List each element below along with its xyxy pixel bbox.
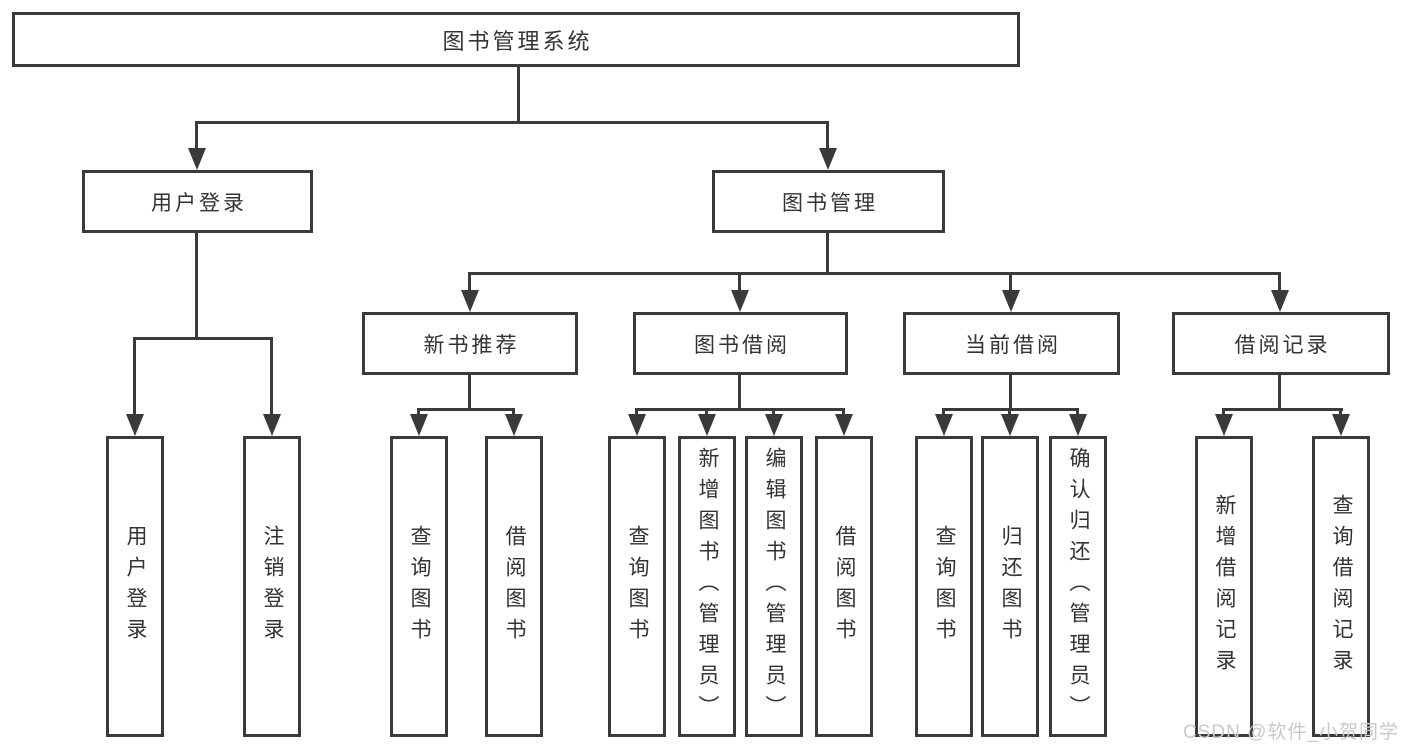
arrowhead-down-icon bbox=[819, 148, 837, 170]
connector-root-stem bbox=[517, 66, 520, 121]
connector-book-borrowing-stem bbox=[738, 375, 741, 408]
leaf-edit-books-admin: 编辑图书（管理员） bbox=[745, 436, 803, 737]
arrowhead-down-icon bbox=[505, 414, 523, 436]
node-library-system: 图书管理系统 bbox=[12, 12, 1020, 67]
connector-book-borrowing-rail bbox=[635, 408, 845, 411]
connector-level2-rail bbox=[195, 121, 829, 124]
connector-leaf-stem bbox=[417, 408, 420, 417]
arrowhead-down-icon bbox=[410, 414, 428, 436]
leaf-query-borrow-record: 查询借阅记录 bbox=[1312, 436, 1370, 737]
connector-new-book-stem bbox=[468, 375, 471, 408]
connector-current-borrowing-stem bbox=[1009, 375, 1012, 408]
arrowhead-down-icon bbox=[1332, 414, 1350, 436]
connector-leaf-stem bbox=[512, 408, 515, 417]
node-book-management: 图书管理 bbox=[712, 170, 945, 233]
arrowhead-down-icon bbox=[835, 414, 853, 436]
leaf-query-books-current: 查询图书 bbox=[915, 436, 973, 737]
arrowhead-down-icon bbox=[263, 414, 281, 436]
node-new-book-recommendation: 新书推荐 bbox=[362, 312, 578, 375]
connector-book-management-stem bbox=[826, 233, 829, 272]
leaf-query-books-borrowing: 查询图书 bbox=[608, 436, 666, 737]
node-current-borrowing: 当前借阅 bbox=[903, 312, 1120, 375]
connector-leaf-stem bbox=[635, 408, 638, 417]
arrowhead-down-icon bbox=[765, 414, 783, 436]
arrowhead-down-icon bbox=[628, 414, 646, 436]
leaf-borrow-books: 借阅图书 bbox=[815, 436, 873, 737]
leaf-borrow-books-recommend: 借阅图书 bbox=[485, 436, 543, 737]
connector-to-book-management bbox=[826, 121, 829, 150]
connector-to-new-book bbox=[468, 272, 471, 292]
connector-leaf-stem bbox=[1008, 408, 1011, 417]
arrowhead-down-icon bbox=[188, 148, 206, 170]
leaf-add-borrow-record: 新增借阅记录 bbox=[1195, 436, 1253, 737]
node-user-login: 用户登录 bbox=[82, 170, 313, 233]
connector-new-book-rail bbox=[417, 408, 515, 411]
arrowhead-down-icon bbox=[1215, 414, 1233, 436]
connector-to-current-borrowing bbox=[1009, 272, 1012, 292]
connector-leaf-stem bbox=[1222, 408, 1225, 417]
leaf-logout: 注销登录 bbox=[243, 436, 301, 737]
connector-to-leaf-logout bbox=[270, 337, 273, 416]
connector-leaf-stem bbox=[772, 408, 775, 417]
connector-borrowing-records-stem bbox=[1278, 375, 1281, 408]
node-borrowing-records: 借阅记录 bbox=[1172, 312, 1390, 375]
arrowhead-down-icon bbox=[1002, 290, 1020, 312]
node-book-borrowing: 图书借阅 bbox=[633, 312, 848, 375]
leaf-return-books: 归还图书 bbox=[981, 436, 1039, 737]
arrowhead-down-icon bbox=[461, 290, 479, 312]
connector-to-book-borrowing bbox=[738, 272, 741, 292]
connector-leaf-stem bbox=[1076, 408, 1079, 417]
connector-to-borrowing-records bbox=[1278, 272, 1281, 292]
connector-leaf-stem bbox=[1339, 408, 1342, 417]
leaf-confirm-return-admin: 确认归还（管理员） bbox=[1049, 436, 1107, 737]
arrowhead-down-icon bbox=[698, 414, 716, 436]
connector-to-leaf-user-login bbox=[133, 337, 136, 416]
arrowhead-down-icon bbox=[1271, 290, 1289, 312]
connector-user-login-stem bbox=[195, 233, 198, 337]
leaf-add-books-admin: 新增图书（管理员） bbox=[678, 436, 736, 737]
connector-leaf-stem bbox=[842, 408, 845, 417]
arrowhead-down-icon bbox=[126, 414, 144, 436]
arrowhead-down-icon bbox=[731, 290, 749, 312]
arrowhead-down-icon bbox=[1069, 414, 1087, 436]
connector-level3-rail bbox=[468, 272, 1281, 275]
connector-to-user-login bbox=[195, 121, 198, 150]
watermark: CSDN @软件_小贺同学 bbox=[1183, 722, 1399, 743]
connector-leaf-stem bbox=[942, 408, 945, 417]
connector-borrowing-records-rail bbox=[1222, 408, 1343, 411]
connector-user-login-rail bbox=[133, 337, 273, 340]
arrowhead-down-icon bbox=[935, 414, 953, 436]
leaf-user-login: 用户登录 bbox=[106, 436, 164, 737]
connector-leaf-stem bbox=[705, 408, 708, 417]
arrowhead-down-icon bbox=[1001, 414, 1019, 436]
leaf-query-books-recommend: 查询图书 bbox=[390, 436, 448, 737]
